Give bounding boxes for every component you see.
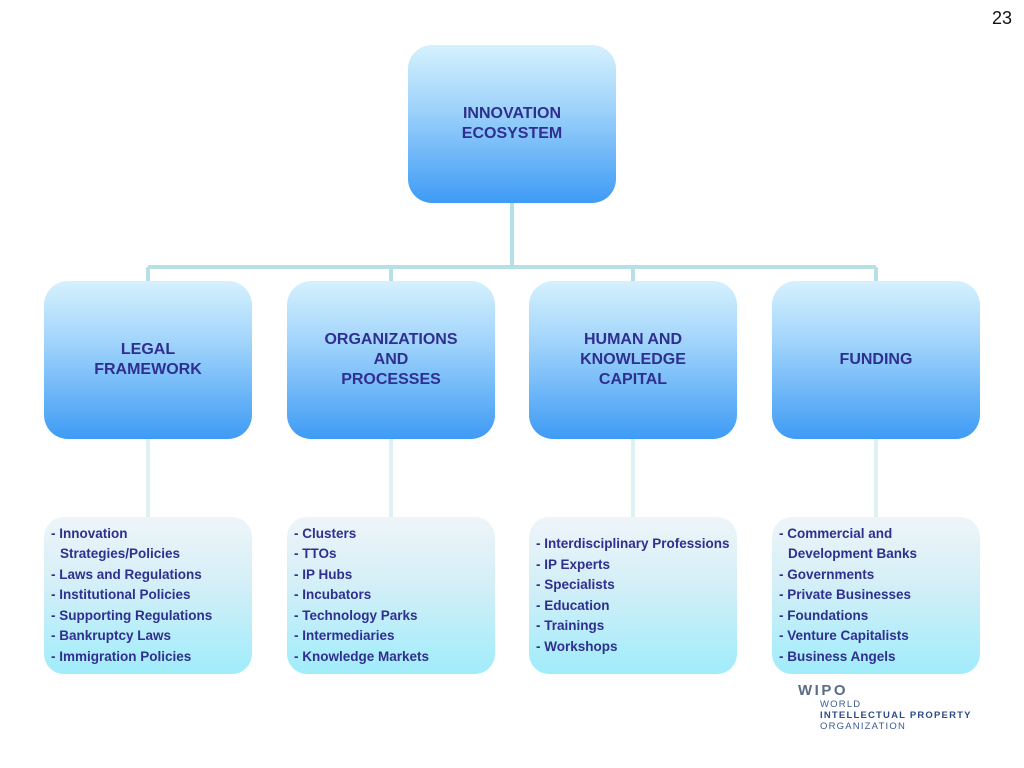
detail-item: - Immigration Policies <box>51 648 192 664</box>
detail-item: - IP Experts <box>536 556 611 572</box>
detail-item: - Clusters <box>294 525 357 541</box>
detail-item: - IP Hubs <box>294 566 353 582</box>
organizations-processes-box: ORGANIZATIONS AND PROCESSES <box>287 281 495 439</box>
logo-wordmark: WIPO <box>798 682 848 699</box>
detail-item: - Supporting Regulations <box>51 607 213 623</box>
human-knowledge-capital-box: HUMAN AND KNOWLEDGE CAPITAL <box>529 281 737 439</box>
detail-item: - Knowledge Markets <box>294 648 430 664</box>
detail-item: - TTOs <box>294 546 337 562</box>
detail-item: - Laws and Regulations <box>51 566 202 582</box>
legal-framework-box: LEGAL FRAMEWORK <box>44 281 252 439</box>
detail-item: - Education <box>536 597 610 613</box>
detail-item: - Trainings <box>536 618 605 633</box>
logo-line-world: WORLD <box>820 699 862 710</box>
detail-item: - Incubators <box>294 587 372 603</box>
detail-item: - Commercial and Development Banks <box>779 525 918 562</box>
innovation-ecosystem-box: INNOVATION ECOSYSTEM <box>408 45 616 203</box>
detail-item: - Bankruptcy Laws <box>51 628 172 644</box>
wipo-logo: WIPO WORLD INTELLECTUAL PROPERTY ORGANIZ… <box>798 682 972 732</box>
detail-item: - Business Angels <box>779 648 896 664</box>
detail-item: - Technology Parks <box>294 607 418 623</box>
page-number: 23 <box>991 8 1012 28</box>
logo-line-intellectual-property: INTELLECTUAL PROPERTY <box>820 710 972 721</box>
detail-item: - Governments <box>779 566 875 582</box>
detail-item: - Institutional Policies <box>51 587 191 603</box>
legal-framework-details: - Innovation Strategies/Policies - Laws … <box>44 517 252 674</box>
detail-item: - Venture Capitalists <box>779 628 909 644</box>
logo-line-organization: ORGANIZATION <box>820 721 907 732</box>
detail-item: - Workshops <box>536 638 618 654</box>
organizations-processes-details: - Clusters - TTOs - IP Hubs - Incubators… <box>287 517 495 674</box>
human-knowledge-capital-details: - Interdisciplinary Professions - IP Exp… <box>529 517 737 674</box>
funding-details: - Commercial and Development Banks - Gov… <box>772 517 980 674</box>
detail-item: - Innovation Strategies/Policies <box>51 525 181 562</box>
detail-item: - Private Businesses <box>779 587 912 603</box>
detail-item: - Foundations <box>779 607 869 623</box>
detail-item: - Specialists <box>536 577 615 592</box>
detail-item: - Interdisciplinary Professions <box>536 536 730 551</box>
detail-item: - Intermediaries <box>294 628 395 644</box>
funding-box: FUNDING <box>772 281 980 439</box>
